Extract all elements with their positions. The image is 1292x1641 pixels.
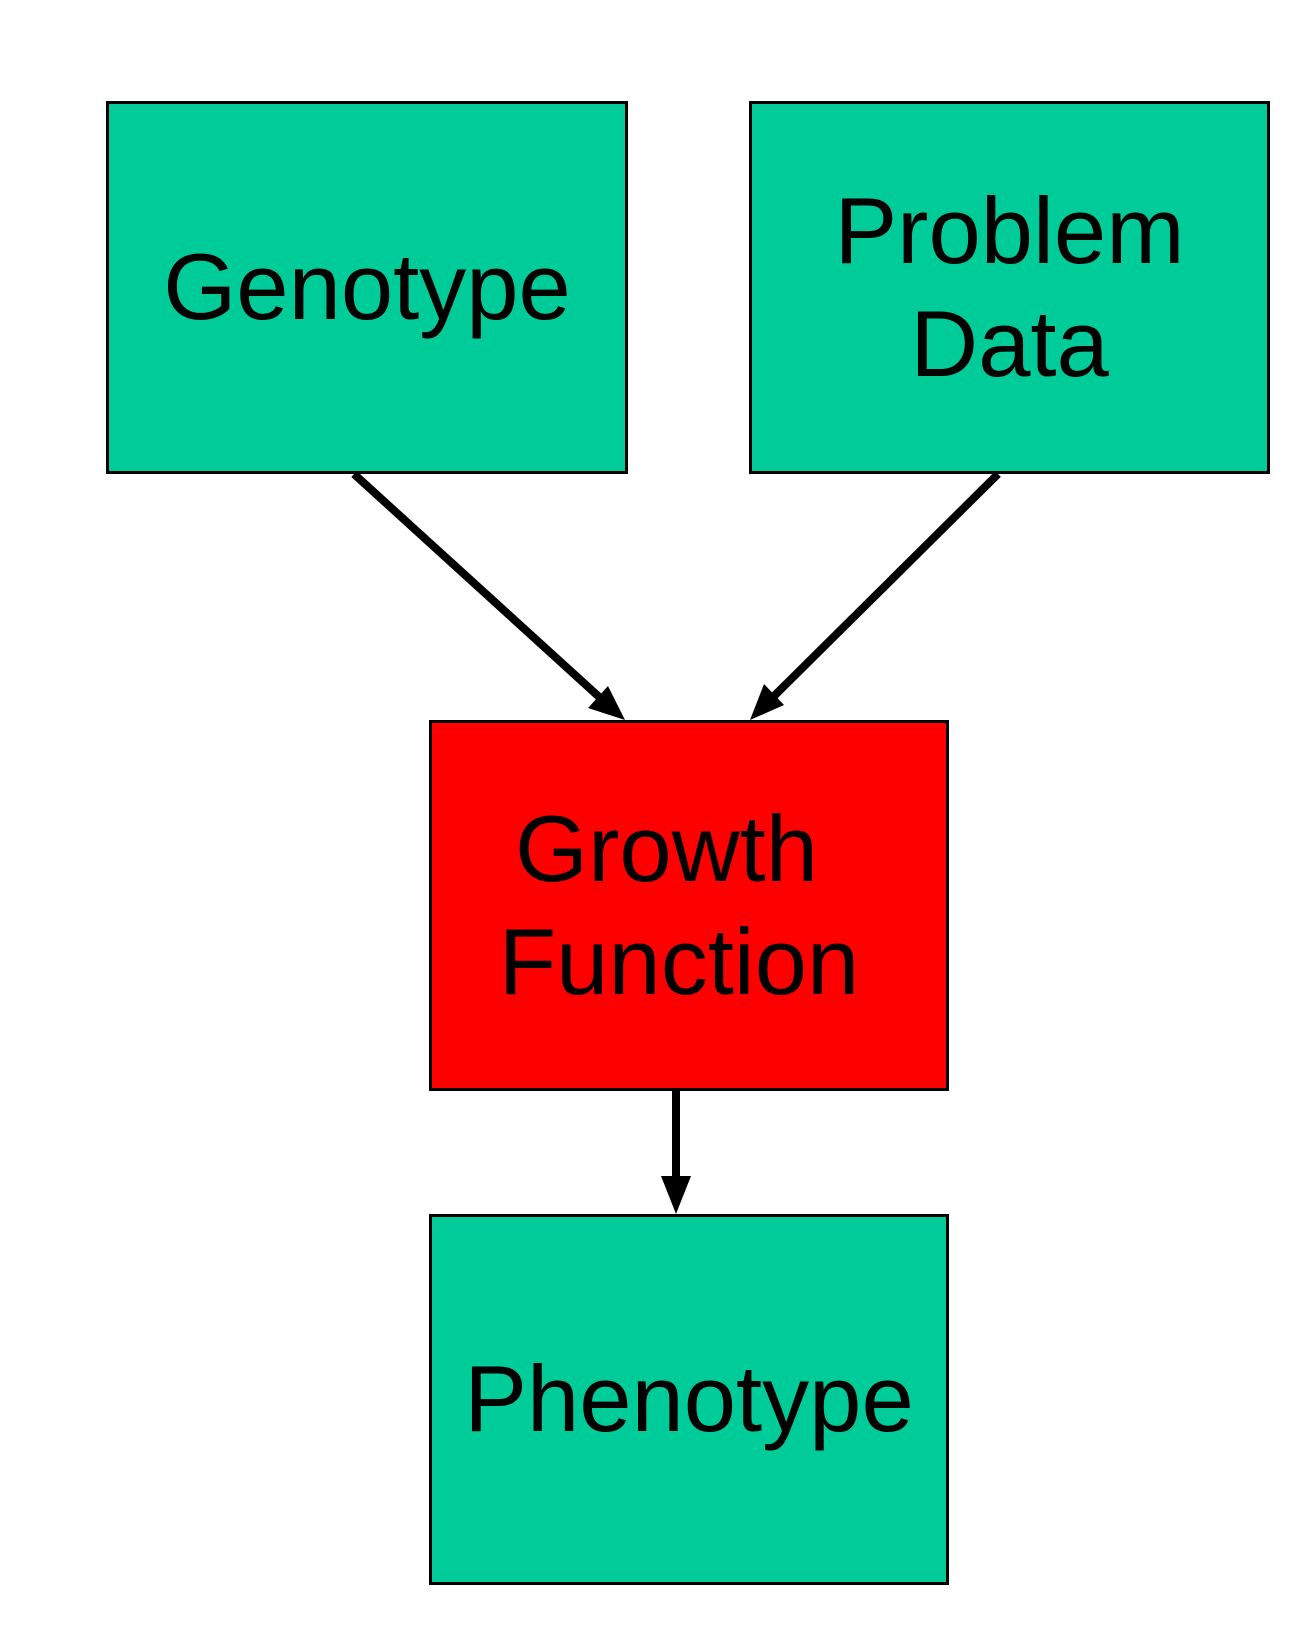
arrow-problemdata-to-growth (750, 471, 1001, 720)
problem-data-label-line2: Data (910, 290, 1109, 396)
genotype-label: Genotype (163, 234, 571, 340)
arrow-genotype-to-growth (351, 471, 625, 720)
problem-data-label-line1: Problem (834, 177, 1185, 283)
growth-function-label-line1: Growth (515, 795, 818, 901)
growth-function-label-line2: Function (498, 908, 860, 1014)
phenotype-label: Phenotype (464, 1346, 914, 1452)
growth-function-box: Growth Function (429, 720, 949, 1091)
arrow-growth-to-phenotype (661, 1091, 691, 1214)
phenotype-box: Phenotype (429, 1214, 949, 1585)
genotype-box: Genotype (106, 101, 628, 474)
problem-data-box: Problem Data (749, 101, 1270, 474)
